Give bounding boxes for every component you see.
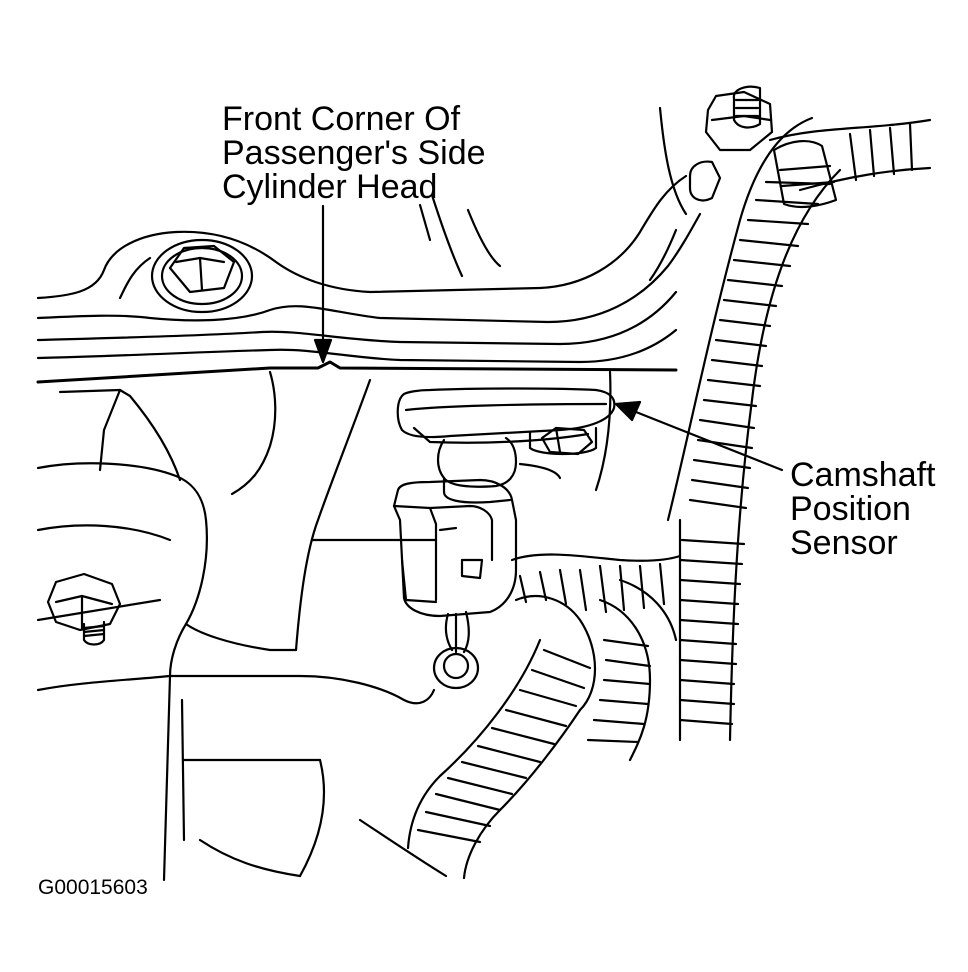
arrowhead-icon bbox=[313, 338, 333, 364]
stud-bolt bbox=[46, 572, 122, 646]
label-cmp-line-3: Sensor bbox=[790, 524, 898, 562]
engine-block bbox=[36, 370, 612, 882]
head-bolt bbox=[150, 238, 254, 314]
leader-lines bbox=[313, 204, 784, 472]
arrowhead-icon bbox=[614, 400, 642, 422]
label-cmp-line-1: Camshaft bbox=[790, 456, 936, 494]
label-camshaft-position-sensor: Camshaft Position Sensor bbox=[790, 458, 936, 560]
camshaft-position-sensor bbox=[392, 387, 616, 690]
cylinder-head-casting bbox=[36, 106, 702, 364]
label-cylinder-head-line-3: Cylinder Head bbox=[222, 168, 438, 206]
label-cylinder-head-line-1: Front Corner Of bbox=[222, 100, 461, 138]
wiring-harness bbox=[406, 85, 932, 880]
label-cmp-line-2: Position bbox=[790, 490, 911, 528]
label-cylinder-head: Front Corner Of Passenger's Side Cylinde… bbox=[222, 102, 486, 204]
label-cylinder-head-line-2: Passenger's Side bbox=[222, 134, 486, 172]
figure-id: G00015603 bbox=[38, 876, 148, 899]
gasket-line bbox=[36, 360, 678, 384]
